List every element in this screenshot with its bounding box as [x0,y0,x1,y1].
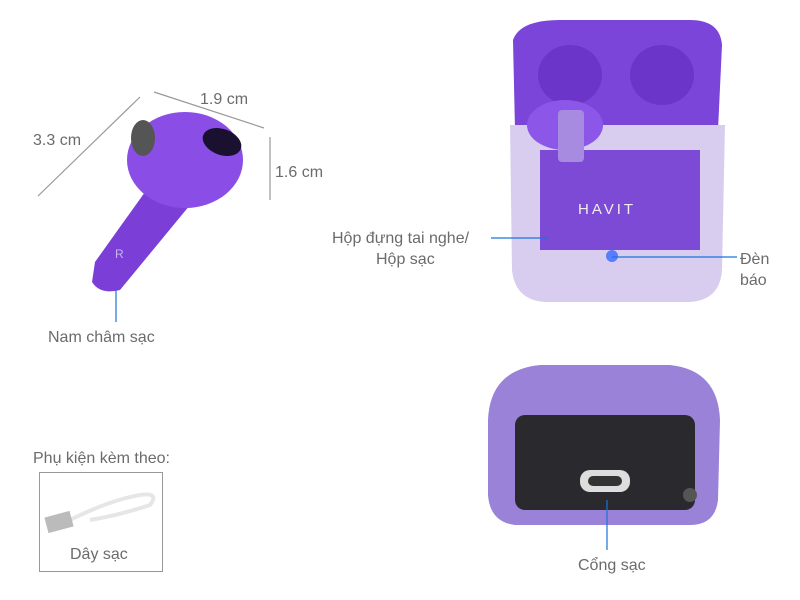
accessory-box: Dây sạc [39,472,163,572]
port-label: Cổng sạc [578,557,646,574]
case-label-line1: Hộp đựng tai nghe/ [332,230,470,247]
case-open-image: HAVIT [510,20,725,302]
case-bottom-image [488,365,720,525]
height-dimension: 3.3 cm [33,132,82,149]
callout-lines [115,237,737,550]
led-label-line1: Đèn [740,251,770,268]
width-dimension: 1.9 cm [200,91,249,108]
earbud-mark: R [115,247,124,261]
case-label-line2: Hộp sạc [376,251,435,268]
accessories-title: Phụ kiện kèm theo: [33,450,170,467]
led-label-line2: báo [740,272,767,289]
brand-logo: HAVIT [578,201,636,218]
cable-image [44,492,156,534]
depth-dimension: 1.6 cm [275,164,324,181]
magnet-label: Nam châm sạc [48,329,155,346]
accessory-item-label: Dây sạc [70,546,128,563]
earbud-image: R [92,112,243,292]
dimension-lines [37,91,271,200]
